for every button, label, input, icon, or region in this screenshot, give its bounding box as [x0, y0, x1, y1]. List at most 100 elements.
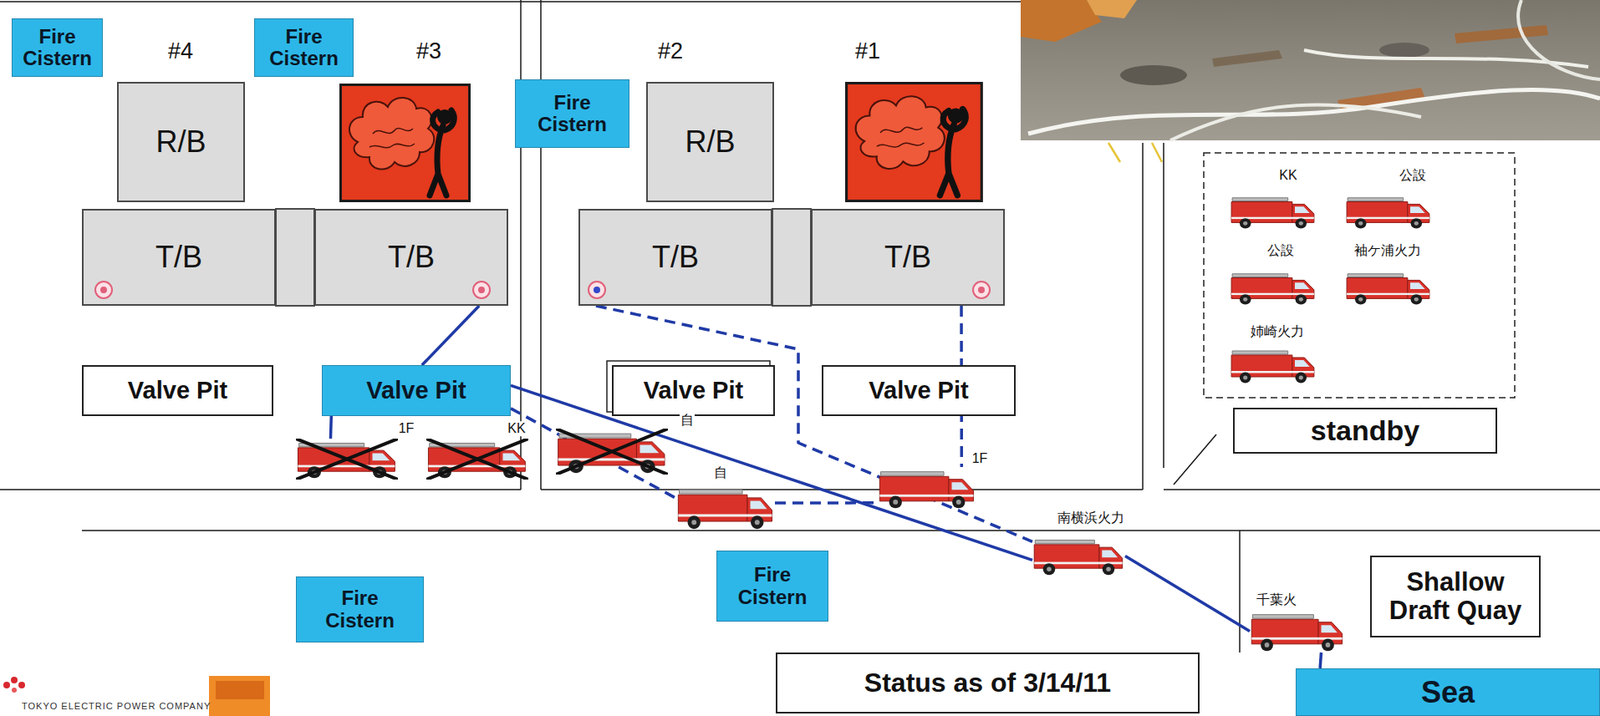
fire-truck: 千葉火 [1249, 610, 1346, 653]
page-tag [208, 676, 271, 716]
intake-point [973, 281, 990, 299]
truck-wheel [1239, 294, 1252, 305]
truck-window [952, 482, 969, 490]
truck-label: 自 [713, 465, 729, 481]
fire-cistern: Fire Cistern [254, 18, 354, 77]
building-joint [772, 208, 811, 306]
company-name: TOKYO ELECTRIC POWER COMPANY [21, 701, 211, 712]
truck-body [297, 448, 369, 472]
truck-hub [956, 499, 962, 505]
building-joint [275, 208, 315, 306]
debris [1120, 65, 1188, 86]
truck-hub [1243, 221, 1248, 226]
truck-hub [1325, 642, 1331, 648]
truck-symbol [676, 484, 775, 531]
disabled-fire-truck: 自 [555, 428, 668, 475]
truck-window [640, 445, 660, 454]
fire-truck: 南横浜火力 [1032, 535, 1126, 577]
truck-label: 袖ケ浦火力 [1353, 243, 1422, 259]
truck-wheel [1411, 294, 1423, 305]
turbine-building: T/B [81, 208, 276, 306]
truck-hub [1243, 376, 1248, 381]
unit-number: #4 [168, 39, 194, 65]
truck-symbol [295, 438, 398, 480]
box-label: T/B [652, 240, 699, 275]
logo-dot [3, 682, 11, 689]
truck-wheel [1239, 218, 1252, 229]
truck-ladder [679, 489, 744, 495]
truck-window [372, 453, 391, 461]
truck-wheel [1295, 372, 1308, 384]
debris [1212, 50, 1283, 67]
truck-wheel [1355, 294, 1367, 305]
truck-hub [1243, 297, 1248, 302]
truck-body [677, 494, 748, 522]
truck-body [1231, 278, 1293, 300]
truck-window [1410, 206, 1426, 214]
truck-body [1231, 355, 1293, 378]
truck-label: 1F [397, 421, 416, 437]
turbine-building: T/B [578, 208, 773, 306]
truck-hub [1358, 221, 1363, 226]
photo-shade [1020, 0, 1600, 141]
truck-wheel [952, 496, 965, 510]
debris [1020, 0, 1102, 42]
box-label: R/B [684, 125, 735, 159]
truck-symbol [877, 467, 977, 510]
box-label: R/B [155, 125, 206, 159]
fire-cistern: Fire Cistern [295, 576, 424, 643]
box-label: Sea [1421, 676, 1475, 710]
quay-box: Shallow Draft Quay [1370, 555, 1541, 638]
valve-pit: Valve Pit [611, 365, 775, 417]
logo-dot [18, 682, 26, 689]
truck-body [879, 476, 949, 501]
truck-hub [1414, 221, 1419, 226]
cross-out [295, 438, 398, 480]
exploded-building [846, 83, 983, 202]
site-photo [1020, 0, 1600, 141]
dashed-hose-line [774, 501, 878, 505]
box-label: Status as of 3/14/11 [864, 668, 1111, 699]
truck-symbol [1229, 346, 1317, 385]
company-logo [3, 677, 26, 693]
truck-ladder [1252, 615, 1314, 620]
hose-line [1319, 652, 1321, 669]
reactor-building: R/B [117, 81, 245, 203]
box-label: Valve Pit [366, 377, 466, 405]
box-label: Valve Pit [643, 377, 744, 405]
dashed-hose-line [510, 408, 677, 500]
truck-label: 1F [971, 451, 989, 467]
truck-symbol [1249, 610, 1346, 653]
truck-wheel [1102, 563, 1115, 576]
truck-body [428, 448, 500, 472]
box-label: Valve Pit [127, 377, 228, 405]
truck-window [1410, 282, 1426, 290]
fire-truck: 公設 [1345, 193, 1432, 230]
valve-pit: Valve Pit [321, 365, 511, 417]
truck-symbol [1229, 193, 1317, 230]
truck-hub [1299, 376, 1304, 381]
debris [1086, 0, 1137, 19]
truck-symbol [1229, 270, 1317, 306]
truck-window [1294, 360, 1310, 367]
truck-wheel [1355, 218, 1367, 229]
truck-hub [1299, 221, 1304, 226]
truck-body [558, 438, 637, 466]
box-label: Fire Cistern [262, 25, 347, 71]
truck-body [1231, 202, 1293, 224]
box-label: T/B [387, 240, 435, 275]
disabled-fire-truck: 1F [295, 438, 398, 480]
truck-ladder [1232, 198, 1289, 202]
logo-dot [10, 677, 18, 684]
truck-window [1294, 282, 1310, 290]
truck-wheel [750, 515, 764, 530]
truck-hub [754, 519, 760, 525]
intake-point [95, 281, 113, 299]
standby-box: standby [1233, 407, 1498, 454]
truck-window [750, 501, 768, 510]
truck-wheel [1295, 218, 1308, 229]
truck-window [1294, 206, 1310, 214]
building-fill-rect [83, 210, 275, 305]
truck-window [1101, 550, 1118, 558]
building-fill-rect [315, 210, 507, 305]
